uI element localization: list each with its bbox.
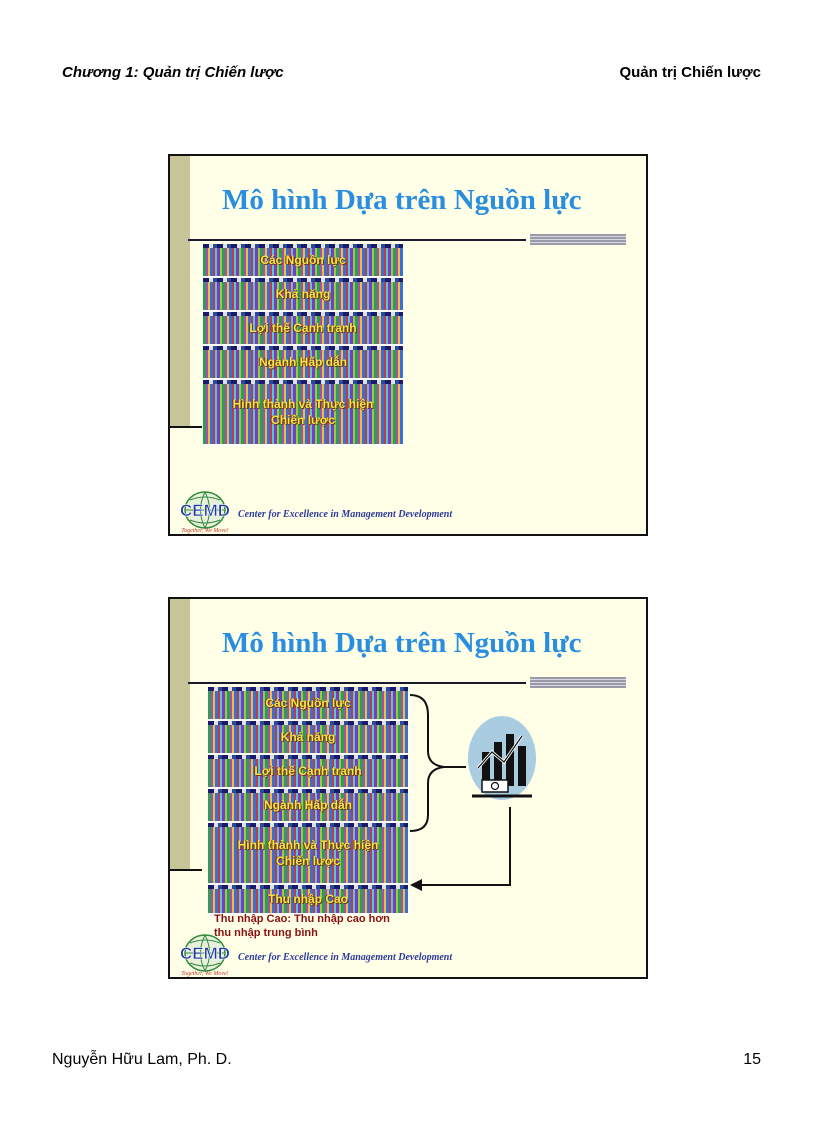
title-accent-bar (530, 234, 626, 245)
stack-box-competitive-advantage: Lợi thế Cạnh tranh (203, 312, 403, 346)
stack-box-label: Các Nguồn lực (265, 696, 351, 710)
page-number: 15 (743, 1051, 761, 1068)
stack-box-resources: Các Nguồn lực (208, 687, 408, 721)
cemd-logo: CEMD Together, We Move! (180, 491, 230, 534)
stack-box-high-returns: Thu nhập Cao (208, 885, 408, 915)
stack-box-capabilities: Khả năng (208, 721, 408, 755)
concept-stack: Các Nguồn lực Khả năng Lợi thế Cạnh tran… (203, 244, 403, 446)
slide-sidebar (170, 156, 190, 426)
svg-text:Together, We Move!: Together, We Move! (181, 528, 228, 534)
stack-box-label: Lợi thế Cạnh tranh (254, 764, 362, 778)
running-header-chapter: Chương 1: Quản trị Chiến lược (62, 64, 284, 81)
stack-box-label: Khả năng (280, 730, 336, 744)
slide-1: Mô hình Dựa trên Nguồn lực Các Nguồn lực… (168, 154, 648, 536)
svg-text:Together, We Move!: Together, We Move! (181, 971, 228, 977)
footer-author: Nguyễn Hữu Lam, Ph. D. (52, 1051, 232, 1068)
stack-box-resources: Các Nguồn lực (203, 244, 403, 278)
logo-caption: Center for Excellence in Management Deve… (238, 952, 453, 963)
slide-title: Mô hình Dựa trên Nguồn lực (222, 184, 582, 216)
stack-box-label: Thu nhập Cao (268, 892, 348, 906)
logo-caption: Center for Excellence in Management Deve… (238, 509, 453, 520)
title-underline (188, 239, 526, 241)
sidebar-divider (170, 869, 202, 871)
svg-text:CEMD: CEMD (180, 501, 230, 520)
concept-stack: Các Nguồn lực Khả năng Lợi thế Cạnh tran… (208, 687, 408, 915)
title-underline (188, 682, 526, 684)
cemd-logo: CEMD Together, We Move! (180, 934, 230, 977)
title-accent-bar (530, 677, 626, 688)
financial-chart-money-icon (468, 716, 536, 800)
running-header-title: Quản trị Chiến lược (619, 64, 761, 81)
stack-box-label: Khả năng (275, 287, 331, 301)
stack-box-attractive-industry: Ngành Hấp dẫn (208, 789, 408, 823)
stack-box-label: Các Nguồn lực (260, 253, 346, 267)
stack-box-attractive-industry: Ngành Hấp dẫn (203, 346, 403, 380)
stack-box-label: Ngành Hấp dẫn (263, 798, 352, 812)
stack-box-label: Ngành Hấp dẫn (258, 355, 347, 369)
stack-box-competitive-advantage: Lợi thế Cạnh tranh (208, 755, 408, 789)
stack-box-capabilities: Khả năng (203, 278, 403, 312)
slide-title: Mô hình Dựa trên Nguồn lực (222, 627, 582, 659)
brace-and-arrow (409, 694, 511, 891)
svg-text:CEMD: CEMD (180, 944, 230, 963)
slide-2: Mô hình Dựa trên Nguồn lực Các Nguồn lực… (168, 597, 648, 979)
slide-sidebar (170, 599, 190, 869)
stack-box-label: Lợi thế Cạnh tranh (249, 321, 357, 335)
sidebar-divider (170, 426, 202, 428)
